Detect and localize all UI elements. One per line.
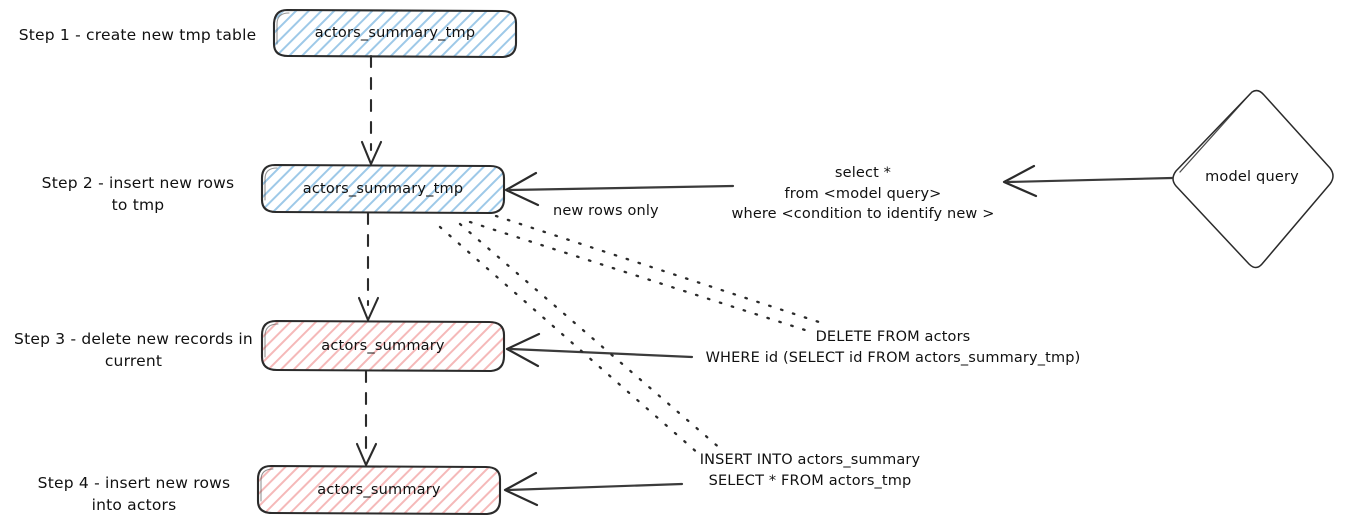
node-actors-summary-3[interactable] <box>260 319 506 373</box>
dotted-node2-to-insert-sql <box>438 222 724 457</box>
step-label-4: Step 4 - insert new rows into actors <box>37 474 231 514</box>
edge-label-new-rows-only: new rows only <box>553 203 659 219</box>
model-query-sketch-stroke <box>1179 93 1251 173</box>
arrowhead <box>360 140 383 166</box>
edge-label-model-query-sql: select * from <model query> where <condi… <box>731 165 995 223</box>
arrowhead <box>1002 164 1038 198</box>
node2-outline <box>260 163 506 215</box>
step-label-2: Step 2 - insert new rows to tmp <box>41 174 235 214</box>
node-model-query[interactable] <box>1172 89 1334 269</box>
arrow-shaft <box>509 347 694 359</box>
arrow-shaft <box>508 184 735 192</box>
arrowhead <box>357 296 380 322</box>
edge-label-delete-sql: DELETE FROM actors WHERE id (SELECT id F… <box>705 329 1081 366</box>
step-label-1: Step 1 - create new tmp table <box>18 26 257 44</box>
arrow-shaft <box>506 482 684 492</box>
connector-node1-to-node2 <box>360 54 383 166</box>
step-label-3: Step 3 - delete new records in current <box>14 330 253 370</box>
node1-fill <box>274 11 516 56</box>
arrow-shaft <box>1006 176 1174 184</box>
node2-fill <box>262 166 504 212</box>
node4-sketch-stroke <box>260 468 274 502</box>
node-actors-summary-tmp-1[interactable] <box>272 8 518 59</box>
dotted-line <box>468 220 807 332</box>
dotted-line <box>494 214 830 327</box>
arrow-new-rows-only <box>504 171 735 207</box>
arrowhead <box>355 442 378 467</box>
arrow-insert-to-node4 <box>503 471 684 507</box>
arrowhead <box>503 471 539 507</box>
arrow-delete-to-node3 <box>505 332 694 368</box>
arrow-model-query-to-sql <box>1002 164 1174 198</box>
node-actors-summary-tmp-2[interactable] <box>260 163 506 215</box>
node-actors-summary-4[interactable] <box>256 464 502 516</box>
node1-outline <box>272 8 518 59</box>
node4-outline <box>256 464 502 516</box>
dotted-line <box>458 222 724 452</box>
dotted-line <box>438 225 702 457</box>
connector-node3-to-node4 <box>355 369 378 467</box>
arrowhead <box>504 171 540 207</box>
node3-fill <box>262 322 504 370</box>
arrowhead <box>505 332 541 368</box>
node3-outline <box>260 319 506 373</box>
node1-sketch-stroke <box>276 12 290 45</box>
dotted-node2-to-delete-sql <box>468 214 830 332</box>
edge-label-insert-sql: INSERT INTO actors_summary SELECT * FROM… <box>699 452 921 489</box>
node2-sketch-stroke <box>264 167 278 201</box>
model-query-outline <box>1172 89 1334 269</box>
connector-node2-to-node3 <box>357 211 380 322</box>
node3-sketch-stroke <box>264 323 279 358</box>
node4-fill <box>258 467 500 513</box>
